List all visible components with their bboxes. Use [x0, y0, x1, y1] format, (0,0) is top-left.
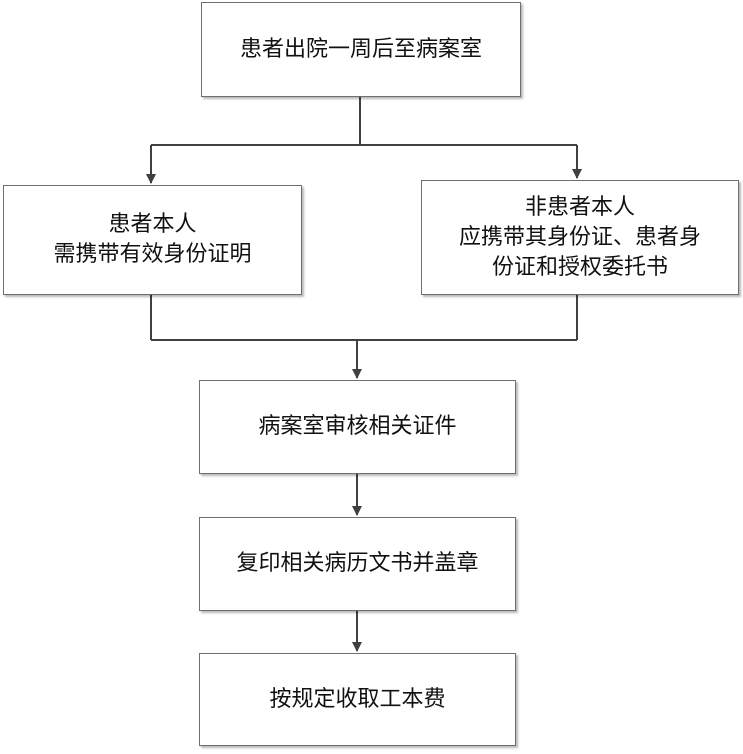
branch-box-patient-self: 患者本人 需携带有效身份证明	[3, 185, 302, 295]
step-box-review-documents: 病案室审核相关证件	[199, 380, 516, 474]
branch-title: 非患者本人	[524, 194, 635, 220]
step-text: 患者出院一周后至病案室	[239, 36, 482, 62]
branch-text: 份证和授权委托书	[491, 254, 668, 280]
branch-text: 应携带其身份证、患者身	[458, 224, 701, 250]
step-box-go-to-records-room: 患者出院一周后至病案室	[201, 2, 521, 97]
step-text: 病案室审核相关证件	[258, 414, 457, 439]
branch-box-non-patient: 非患者本人 应携带其身份证、患者身 份证和授权委托书	[421, 180, 739, 295]
step-text: 按规定收取工本费	[269, 686, 446, 712]
step-box-copy-and-stamp: 复印相关病历文书并盖章	[199, 517, 516, 611]
step-text: 复印相关病历文书并盖章	[236, 551, 479, 576]
branch-title: 患者本人	[108, 212, 197, 237]
branch-text: 需携带有效身份证明	[53, 242, 252, 267]
step-box-charge-fee: 按规定收取工本费	[199, 653, 516, 746]
